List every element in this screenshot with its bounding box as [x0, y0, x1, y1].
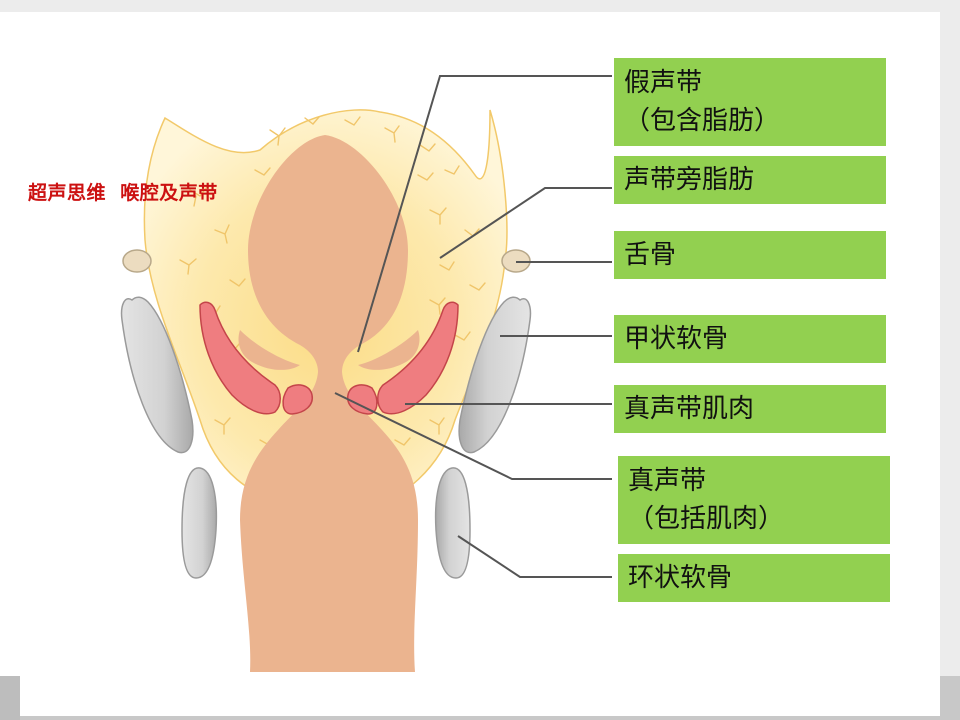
wechat-icon [790, 665, 826, 694]
label-paraglottic-fat-line1: 声带旁脂肪 [624, 165, 755, 195]
label-paraglottic-fat: 声带旁脂肪 [614, 156, 886, 204]
label-thyroid-cartilage-line1: 甲状软骨 [624, 324, 729, 354]
label-cricoid-cartilage-line1: 环状软骨 [628, 563, 733, 593]
frame-top [0, 0, 960, 12]
true-vocal-cord-left [282, 384, 313, 415]
vocal-muscle-left [199, 301, 281, 415]
label-hyoid-line1: 舌骨 [624, 240, 677, 270]
frame-right [940, 0, 960, 720]
label-false-vocal-cord: 假声带 （包含脂肪） [614, 58, 886, 146]
leader-cricoid-cartilage [457, 535, 612, 578]
ventricle-left [238, 330, 300, 370]
leader-paraglottic-fat [439, 187, 612, 259]
label-true-vocal-cord-line1: 真声带 [628, 466, 707, 496]
label-cricoid-cartilage: 环状软骨 [618, 554, 890, 602]
label-false-vocal-cord-line2: （包含脂肪） [624, 106, 781, 136]
true-vocal-cord-right [347, 384, 378, 415]
cricoid-cartilage-left [181, 467, 218, 579]
label-true-vocal-cord: 真声带 （包括肌肉） [618, 456, 890, 544]
ventricle-right [358, 330, 420, 370]
label-hyoid: 舌骨 [614, 231, 886, 279]
leader-false-vocal-cord [357, 75, 612, 353]
label-vocalis-muscle: 真声带肌肉 [614, 385, 886, 433]
label-false-vocal-cord-line1: 假声带 [624, 68, 703, 98]
watermark-text: 超声思维 [834, 669, 923, 694]
cricoid-cartilage-right [434, 467, 471, 579]
leader-true-vocal-cord [334, 392, 612, 480]
frame-left-strip [0, 676, 20, 720]
thyroid-cartilage-left [120, 296, 194, 454]
label-true-vocal-cord-line2: （包括肌肉） [628, 504, 785, 534]
laryngeal-airway [240, 135, 418, 672]
label-vocalis-muscle-line1: 真声带肌肉 [624, 394, 755, 424]
vocal-muscle-right [377, 301, 459, 415]
hyoid-left [122, 249, 152, 273]
watermark: 超声思维 [788, 663, 922, 695]
label-thyroid-cartilage: 甲状软骨 [614, 315, 886, 363]
slide-title: 超声思维 喉腔及声带 [28, 182, 218, 204]
